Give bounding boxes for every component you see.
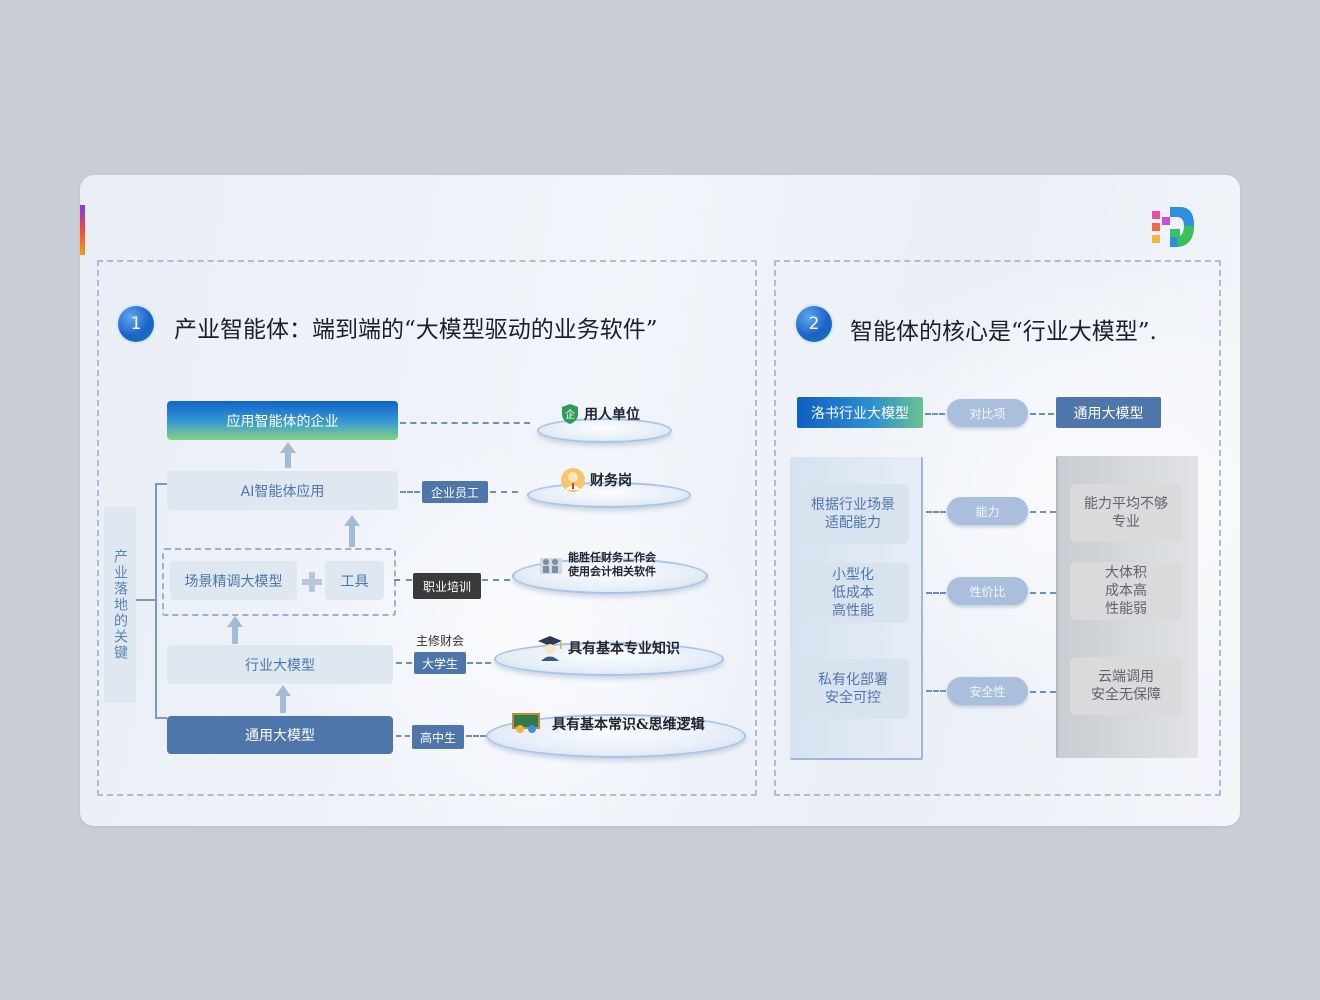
side-label-industry-key: 产业落地的关键: [104, 507, 136, 703]
connector-line: [400, 422, 530, 424]
enterprise-box: 应用智能体的企业: [167, 401, 398, 440]
step-badge-1: 1: [118, 306, 154, 342]
ai-agent-app-box: AI智能体应用: [167, 471, 398, 510]
industry-model-box: 行业大模型: [167, 645, 393, 684]
competent-line-1: 能胜任财务工作会: [568, 551, 656, 564]
connector-line: [467, 662, 491, 664]
disc-finance-label: 财务岗: [560, 467, 632, 493]
disc-competent-label: 能胜任财务工作会 使用会计相关软件: [538, 551, 656, 579]
panel-core-model: [774, 260, 1221, 796]
person-icon: [560, 467, 586, 493]
connector-line: [1030, 413, 1054, 415]
connector-line: [925, 413, 945, 415]
general-model-header: 通用大模型: [1056, 397, 1161, 428]
up-arrow: [344, 515, 360, 547]
tools-box: 工具: [325, 561, 384, 600]
disc-expertise: [494, 642, 724, 676]
connector-line: [396, 735, 410, 737]
accent-bar: [80, 205, 85, 255]
luoshu-security-cell: 私有化部署 安全可控: [797, 659, 909, 719]
slide: 1 产业智能体：端到端的“大模型驱动的业务软件” 产业落地的关键 应用智能体的企…: [80, 175, 1240, 826]
plus-icon: [302, 572, 322, 592]
connector-line: [490, 491, 518, 493]
disc-employer-label: 企 用人单位: [560, 403, 640, 425]
brand-logo-icon: [1152, 207, 1194, 247]
panel-industry-agent: [97, 260, 757, 796]
finance-text: 财务岗: [590, 473, 632, 489]
bracket-connector: [136, 599, 155, 601]
side-bracket: [155, 483, 167, 719]
shield-icon: [560, 403, 580, 425]
competent-line-2: 使用会计相关软件: [568, 565, 656, 578]
graduate-icon: [536, 635, 564, 661]
panel2-title: 智能体的核心是“行业大模型”.: [850, 319, 1157, 345]
security-pill: 安全性: [947, 677, 1028, 705]
tag-undergrad: 大学生: [414, 652, 466, 674]
connector-line: [466, 735, 486, 737]
general-model-box: 通用大模型: [167, 716, 393, 754]
general-capability-cell: 能力平均不够 专业: [1070, 484, 1182, 542]
connector-line: [926, 690, 946, 692]
connector-line: [396, 662, 412, 664]
connector-line: [394, 579, 412, 581]
step-badge-2: 2: [796, 306, 832, 342]
up-arrow: [280, 442, 296, 468]
disc-finance: [527, 482, 691, 508]
disc-employer: [537, 418, 672, 443]
shield-icon-text: 企: [565, 410, 575, 421]
connector-line: [1030, 592, 1056, 594]
label-major-accounting: 主修财会: [416, 634, 465, 648]
connector-line: [1030, 691, 1056, 693]
tag-employee: 企业员工: [422, 481, 488, 503]
connector-line: [400, 491, 420, 493]
luoshu-header: 洛书行业大模型: [797, 397, 923, 428]
common-sense-text: 具有基本常识&思维逻辑: [552, 717, 705, 733]
panel1-title: 产业智能体：端到端的“大模型驱动的业务软件”: [174, 317, 658, 343]
luoshu-capability-cell: 根据行业场景 适配能力: [797, 484, 909, 544]
disc-expertise-label: 具有基本专业知识: [536, 635, 680, 661]
scenario-tuning-box: 场景精调大模型: [170, 561, 297, 600]
tag-vocational-training: 职业培训: [413, 573, 481, 599]
expertise-text: 具有基本专业知识: [568, 641, 680, 657]
up-arrow: [227, 616, 243, 644]
general-cost-cell: 大体积 成本高 性能弱: [1070, 562, 1182, 620]
disc-common-sense-label: 具有基本常识&思维逻辑: [512, 713, 705, 735]
compare-pill: 对比项: [947, 399, 1028, 427]
employer-text: 用人单位: [584, 407, 640, 423]
connector-line: [926, 511, 946, 513]
cost-performance-pill: 性价比: [947, 577, 1028, 605]
classroom-icon: [512, 713, 540, 735]
scenario-tools-group: [162, 548, 396, 616]
tag-highschool: 高中生: [412, 725, 464, 749]
disc-common-sense: [486, 714, 746, 758]
connector-line: [482, 579, 510, 581]
connector-line: [926, 592, 946, 594]
connector-line: [1030, 511, 1056, 513]
up-arrow: [275, 685, 291, 713]
capability-pill: 能力: [947, 497, 1028, 525]
general-security-cell: 云端调用 安全无保障: [1070, 657, 1182, 715]
luoshu-cost-cell: 小型化 低成本 高性能: [797, 563, 909, 623]
team-icon: [538, 554, 564, 576]
